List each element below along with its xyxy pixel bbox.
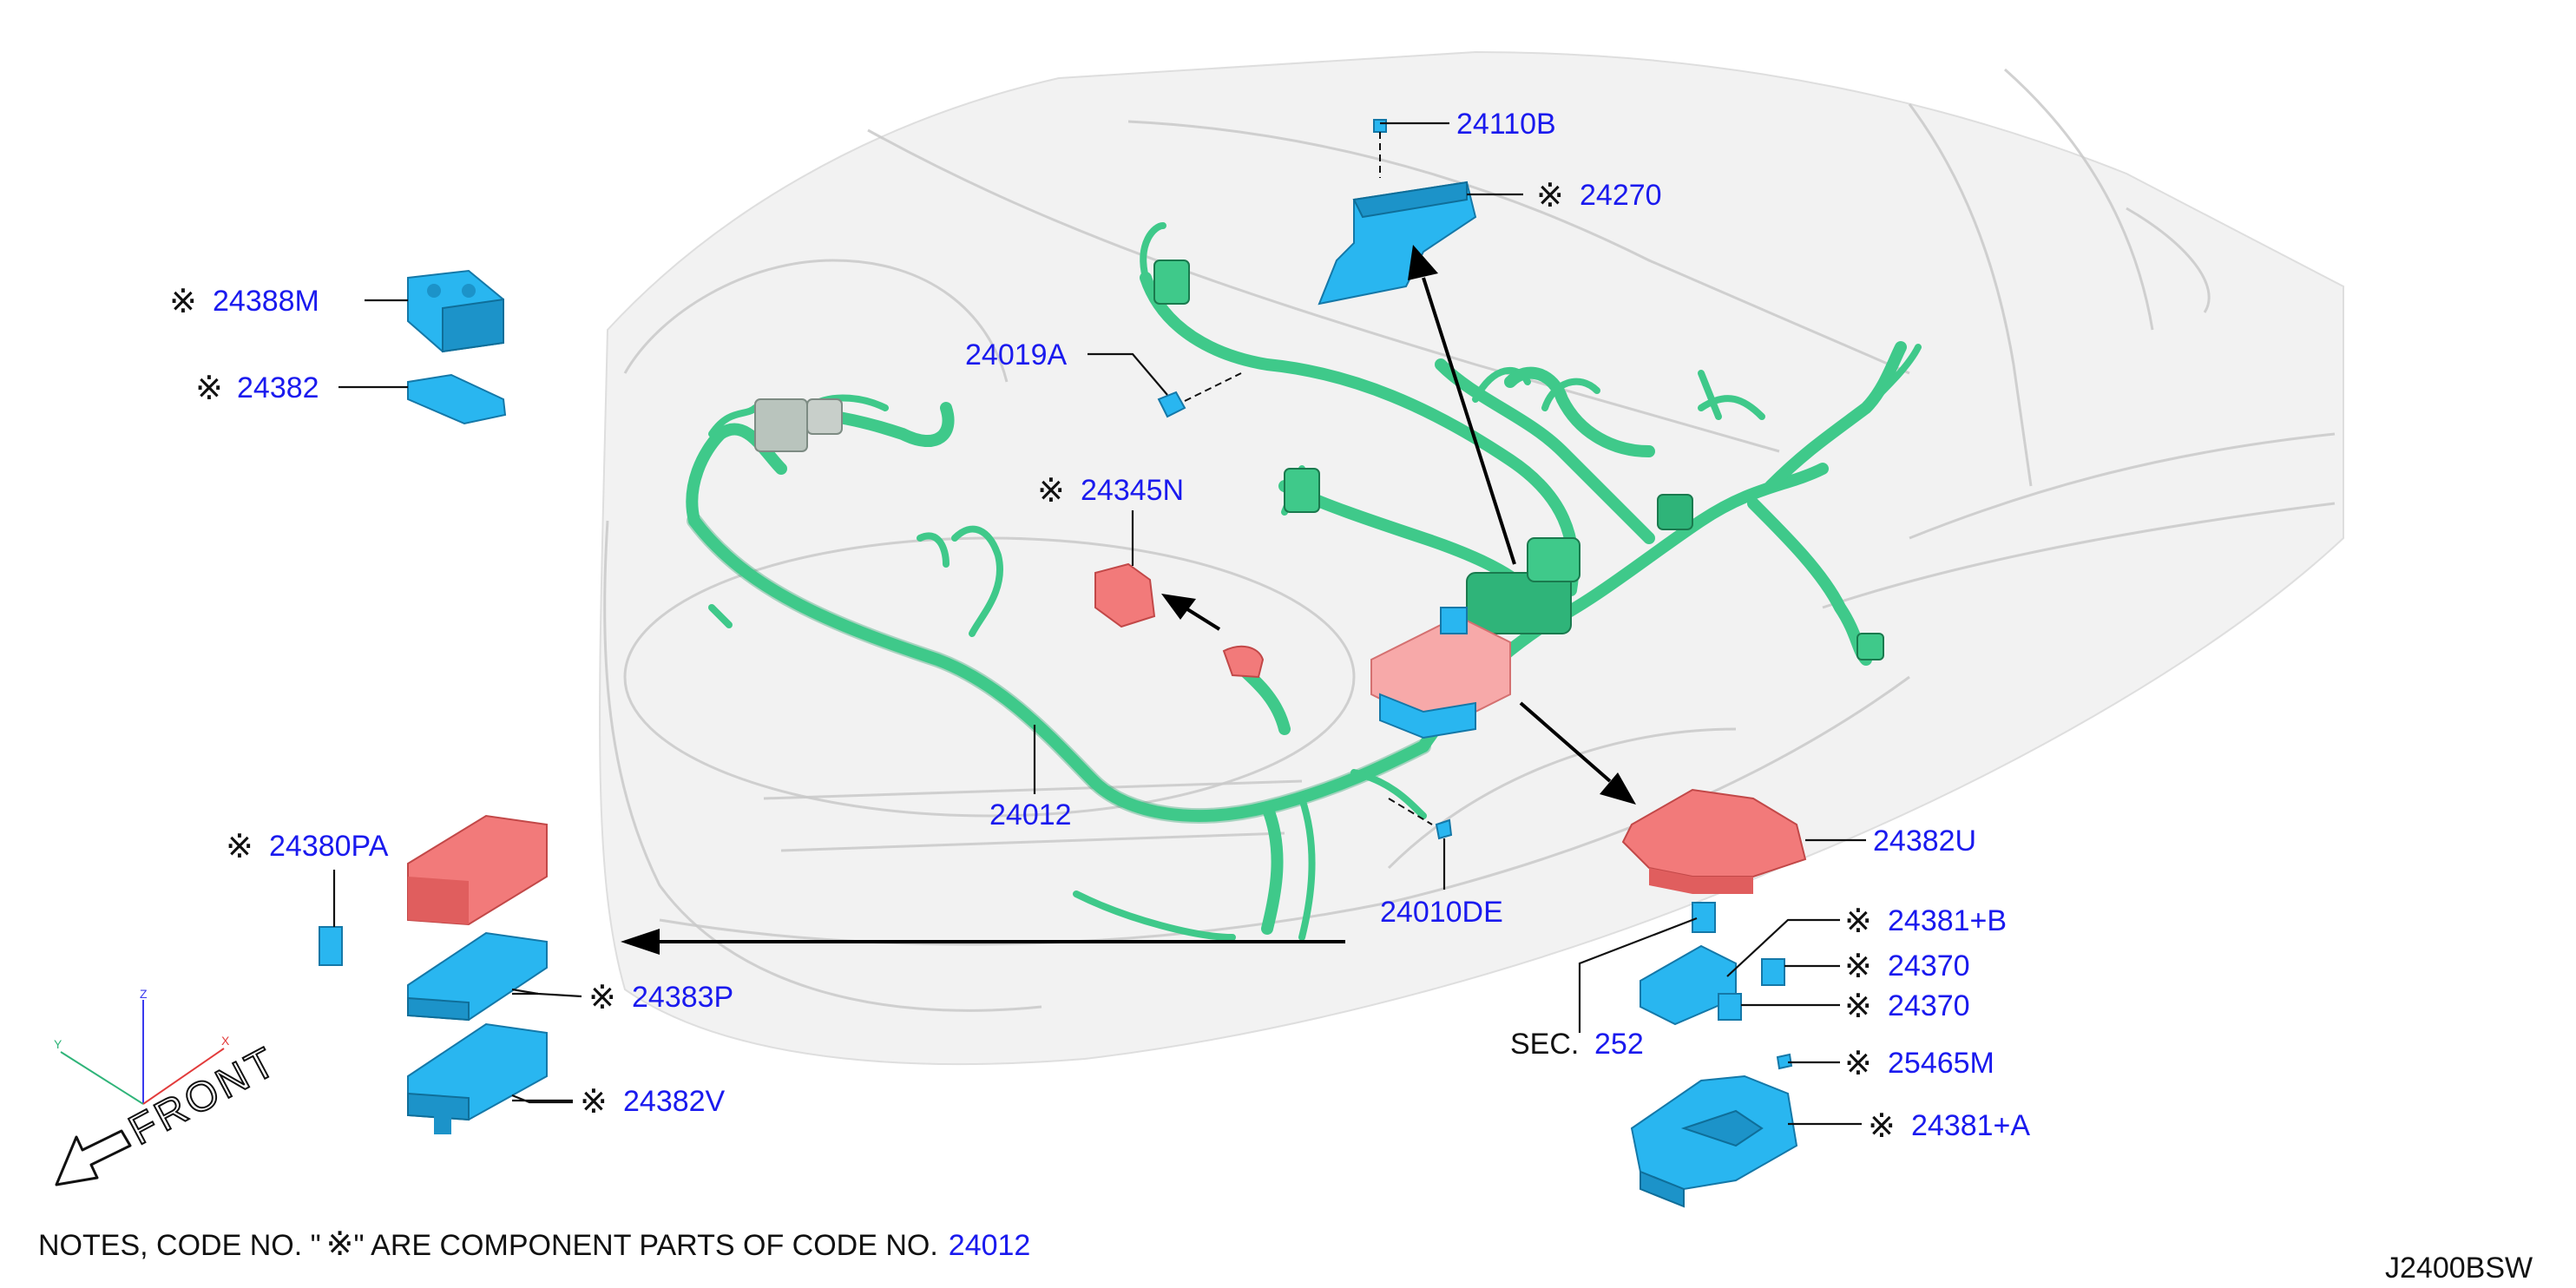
svg-text:25465M: 25465M: [1888, 1047, 1994, 1080]
relay-24380PA[interactable]: [319, 926, 343, 966]
callout-24270[interactable]: ※ 24270: [1536, 176, 1662, 214]
cover-red-left[interactable]: [407, 814, 548, 926]
block-24382V[interactable]: [407, 1022, 548, 1134]
svg-text:24382U: 24382U: [1873, 825, 1976, 858]
front-label: FRONT: [122, 1038, 286, 1154]
notes-prefix: NOTES, CODE NO. ": [38, 1229, 321, 1262]
callout-24383P[interactable]: ※ 24383P: [588, 978, 733, 1016]
notes-code: 24012: [949, 1229, 1031, 1262]
clip-24019A[interactable]: [1157, 372, 1242, 418]
axis-indicator: Z Y X: [54, 987, 230, 1105]
svg-text:※: ※: [1844, 947, 1872, 985]
plate-24382[interactable]: [407, 373, 507, 425]
svg-text:24345N: 24345N: [1081, 474, 1184, 507]
callout-24370-lower[interactable]: ※ 24370: [1844, 987, 1970, 1025]
relay-24370-upper[interactable]: [1761, 958, 1785, 986]
svg-text:※: ※: [1844, 1044, 1872, 1082]
callout-24345N[interactable]: ※ 24345N: [1037, 471, 1184, 509]
svg-text:24381+A: 24381+A: [1911, 1109, 2030, 1142]
callout-24019A[interactable]: 24019A: [965, 338, 1068, 371]
svg-text:※: ※: [195, 369, 223, 407]
diagram-id: J2400BSW: [2385, 1252, 2533, 1285]
callout-24012[interactable]: 24012: [989, 798, 1072, 831]
cover-24382U[interactable]: [1621, 788, 1807, 894]
block-24383P[interactable]: [407, 931, 548, 1022]
callout-24382U[interactable]: 24382U: [1873, 825, 1976, 858]
pointer-arrows: [621, 245, 1636, 955]
callout-24382[interactable]: ※ 24382: [195, 369, 319, 407]
section-reference[interactable]: SEC. 252: [1510, 1028, 1644, 1061]
bracket-24270[interactable]: [1318, 181, 1477, 306]
svg-text:※: ※: [1844, 987, 1872, 1025]
svg-text:24381+B: 24381+B: [1888, 904, 2007, 937]
svg-text:※: ※: [1868, 1107, 1896, 1145]
front-direction-indicator: FRONT: [55, 1037, 286, 1186]
svg-text:24110B: 24110B: [1456, 108, 1556, 141]
callout-24381B[interactable]: ※ 24381+B: [1844, 902, 2007, 940]
callout-25465M[interactable]: ※ 25465M: [1844, 1044, 1994, 1082]
svg-text:※: ※: [588, 978, 616, 1016]
svg-text:NOTES, CODE NO. "※" ARE COMPO: NOTES, CODE NO. "※" ARE COMPONENT PARTS …: [38, 1225, 1030, 1263]
cover-24388M[interactable]: [407, 269, 504, 353]
svg-text:※: ※: [1536, 176, 1564, 214]
svg-text:Y: Y: [54, 1037, 62, 1051]
svg-text:X: X: [221, 1034, 230, 1048]
svg-text:24388M: 24388M: [213, 285, 319, 318]
connector-24345N[interactable]: [1094, 562, 1156, 628]
fuse-25465M[interactable]: [1776, 1053, 1793, 1070]
leader-lines: [332, 122, 1866, 1126]
callout-24380PA[interactable]: ※ 24380PA: [226, 827, 389, 865]
notes-symbol: ※: [326, 1225, 354, 1263]
svg-text:24370: 24370: [1888, 950, 1970, 982]
svg-text:24012: 24012: [989, 798, 1072, 831]
svg-text:※: ※: [1844, 902, 1872, 940]
svg-text:24380PA: 24380PA: [269, 830, 389, 863]
callout-24370-upper[interactable]: ※ 24370: [1844, 947, 1970, 985]
clip-24010DE[interactable]: [1388, 798, 1453, 840]
svg-text:24382V: 24382V: [623, 1085, 726, 1118]
svg-text:24019A: 24019A: [965, 338, 1068, 371]
svg-text:※: ※: [1037, 471, 1065, 509]
svg-text:※: ※: [226, 827, 253, 865]
notes-line: NOTES, CODE NO. "※" ARE COMPONENT PARTS …: [38, 1225, 1030, 1263]
svg-text:SEC.: SEC.: [1510, 1028, 1579, 1061]
red-connector-small[interactable]: [1222, 645, 1265, 679]
front-arrow-icon: [55, 1129, 132, 1186]
svg-text:24010DE: 24010DE: [1380, 896, 1503, 929]
engine-room-fuse-block[interactable]: [1370, 607, 1511, 739]
callout-24010DE[interactable]: 24010DE: [1380, 896, 1503, 929]
callout-24381A[interactable]: ※ 24381+A: [1868, 1107, 2030, 1145]
notes-middle: " ARE COMPONENT PARTS OF CODE NO.: [354, 1229, 938, 1262]
relay-24370-lower[interactable]: [1718, 993, 1742, 1021]
callout-24388M[interactable]: ※ 24388M: [169, 282, 319, 320]
svg-text:J2400BSW: J2400BSW: [2385, 1252, 2533, 1285]
callout-24382V[interactable]: ※ 24382V: [580, 1082, 726, 1120]
callout-24110B[interactable]: 24110B: [1456, 108, 1556, 141]
svg-text:Z: Z: [140, 987, 148, 1001]
svg-text:24270: 24270: [1580, 179, 1662, 212]
svg-text:※: ※: [580, 1082, 608, 1120]
svg-text:※: ※: [169, 282, 197, 320]
block-24381A[interactable]: [1630, 1074, 1798, 1208]
svg-text:24370: 24370: [1888, 989, 1970, 1022]
svg-text:252: 252: [1594, 1028, 1644, 1061]
svg-text:24383P: 24383P: [632, 981, 733, 1014]
svg-text:24382: 24382: [237, 371, 319, 404]
